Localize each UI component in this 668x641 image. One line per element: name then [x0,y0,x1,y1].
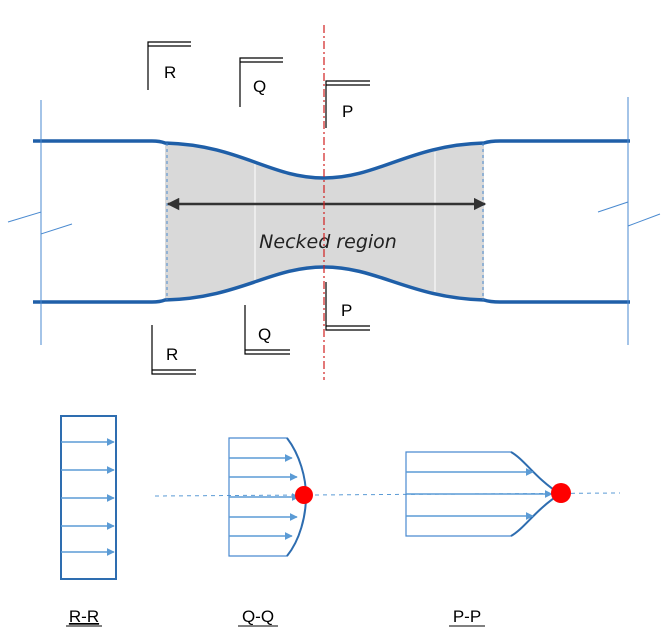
svg-text:R: R [164,63,176,82]
svg-text:P: P [341,301,352,320]
section-mark-q-top: Q [239,57,283,107]
left-break-symbol [7,211,73,235]
section-mark-p-top: P [325,80,370,128]
profile-label-pp: P-P [453,607,481,626]
necked-region-label: Necked region [259,231,397,253]
specimen: Necked region [7,25,661,380]
right-break-symbol [597,201,661,227]
profile-label-rr: R-R [69,607,99,626]
section-mark-r-bottom: R [151,325,196,375]
section-mark-p-bottom: P [325,282,370,331]
svg-text:Q: Q [253,77,266,96]
svg-text:Q: Q [258,325,271,344]
profile-qq [228,437,313,557]
svg-text:R: R [166,345,178,364]
profile-pp [405,451,571,537]
max-stress-point [295,486,313,504]
svg-text:P: P [342,102,353,121]
specimen-top-edge [33,139,630,180]
section-mark-r-top: R [147,41,191,90]
max-stress-point [551,483,571,503]
section-mark-q-bottom: Q [244,305,290,355]
specimen-bottom-edge [33,265,630,304]
profile-label-qq: Q-Q [242,607,274,626]
profile-rr [60,415,117,580]
